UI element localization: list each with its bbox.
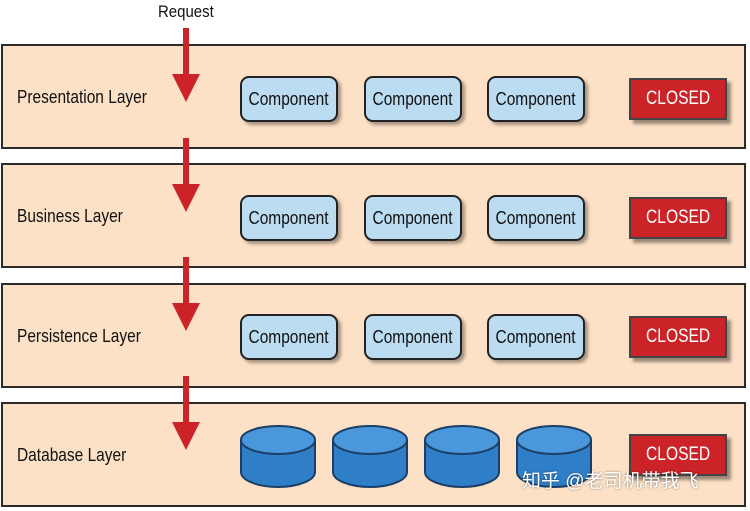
database-cylinder-3 [424, 425, 500, 488]
request-label: Request [158, 2, 214, 21]
database-cylinder-1 [240, 425, 316, 488]
business-layer-label: Business Layer [17, 206, 123, 226]
presentation-closed-badge: CLOSED [629, 78, 727, 120]
request-arrow-icon [172, 28, 200, 102]
business-closed-badge: CLOSED [629, 197, 727, 239]
persistence-component-2: Component [364, 314, 462, 360]
persistence-closed-badge: CLOSED [629, 316, 727, 358]
database-cylinder-2 [332, 425, 408, 488]
presentation-component-1: Component [240, 76, 338, 122]
database-layer-label: Database Layer [17, 445, 127, 465]
down-arrow-icon [172, 376, 200, 450]
business-component-2: Component [364, 195, 462, 241]
database-closed-badge: CLOSED [629, 434, 727, 476]
persistence-layer-label: Persistence Layer [17, 326, 141, 346]
persistence-component-1: Component [240, 314, 338, 360]
down-arrow-icon [172, 257, 200, 331]
presentation-component-3: Component [487, 76, 585, 122]
database-cylinder-4 [516, 425, 592, 488]
watermark: 知乎 @老司机带我飞 [522, 471, 699, 492]
presentation-layer-label: Presentation Layer [17, 87, 147, 107]
business-component-3: Component [487, 195, 585, 241]
down-arrow-icon [172, 138, 200, 212]
presentation-component-2: Component [364, 76, 462, 122]
persistence-component-3: Component [487, 314, 585, 360]
business-component-1: Component [240, 195, 338, 241]
